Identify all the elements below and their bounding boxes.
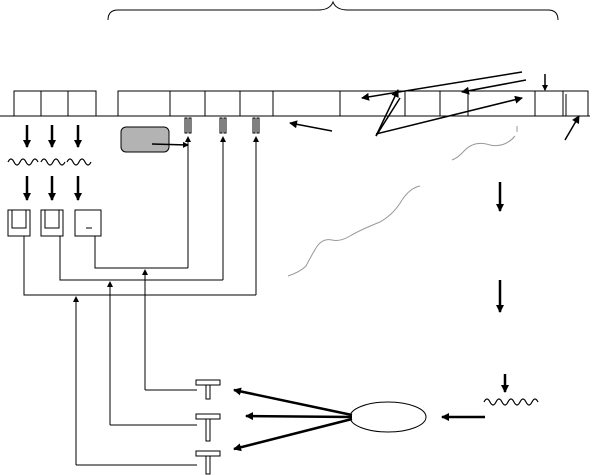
cup-containers [7,209,102,237]
box-row-middle [117,90,274,117]
shaded-box [120,126,170,153]
up-arrows-to-posts [185,136,259,295]
long-up-arrows [73,269,197,466]
right-wave [483,398,539,406]
left-waves [7,158,92,166]
faint-curve-right [451,135,516,161]
cup-connectors [23,236,256,296]
box-row-left [13,90,97,117]
t-posts [195,379,221,475]
incoming-arrows-top-right [289,71,580,141]
small-posts [184,117,260,134]
left-down-arrows-1 [23,125,82,148]
ellipse-node [349,401,427,433]
left-down-arrows-2 [23,176,82,201]
shaded-box-arrow [151,141,189,148]
curvy-line [287,185,421,277]
ellipse-to-posts [233,387,353,452]
box-row-right [272,90,589,117]
top-brace [107,0,559,21]
